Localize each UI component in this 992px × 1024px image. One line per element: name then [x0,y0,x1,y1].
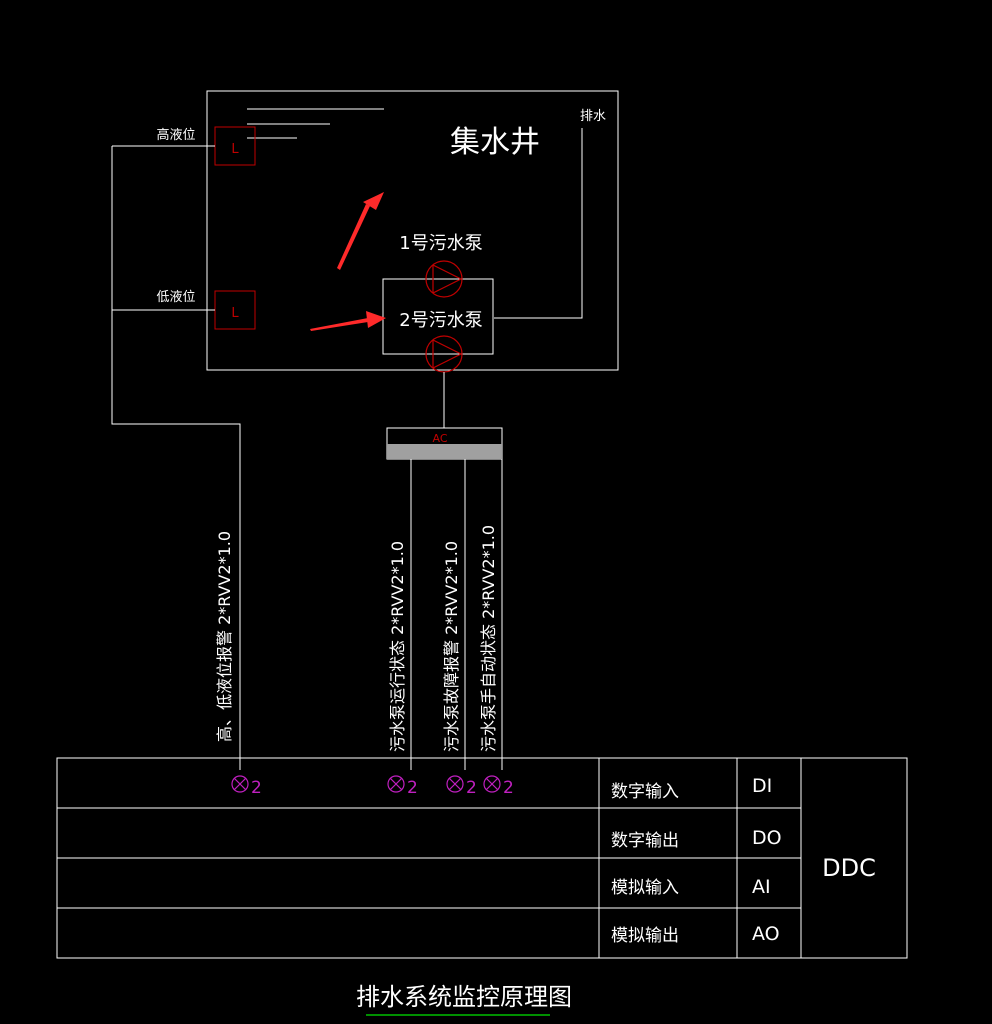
terminal-count-pump-fault: 2 [466,778,477,798]
pump2-label: 2号污水泵 [399,310,482,331]
io-row-label-ao: 模拟输出 [611,926,679,946]
ac-control-box-band [387,444,502,459]
diagram-title: 排水系统监控原理图 [356,983,572,1011]
cable-label-pump-fault: 污水泵故障报警 2*RVV2*1.0 [442,541,461,752]
low-level-sensor-letter: L [231,306,239,321]
high-level-label: 高液位 [156,127,195,143]
terminal-level-alarm-icon [231,775,249,793]
collection-well-outline [206,90,619,371]
well-title: 集水井 [450,125,540,160]
io-code-ai: AI [752,876,771,898]
io-row-label-do: 数字输出 [611,831,679,851]
low-level-label: 低液位 [156,290,195,305]
pump-housing [382,278,494,355]
level-alarm-cable [111,146,241,770]
terminal-pump-run-icon [387,775,405,793]
io-code-di: DI [752,775,772,797]
pump1-label: 1号污水泵 [399,233,482,254]
io-code-ao: AO [752,923,780,945]
terminal-pump-fault-icon [446,775,464,793]
drain-pipe [494,128,583,319]
cable-label-level-alarm: 高、低液位报警 2*RVV2*1.0 [215,531,234,742]
pump1-symbol-icon [425,260,463,298]
terminal-count-level-alarm: 2 [251,778,262,798]
terminal-count-pump-auto-manual: 2 [503,778,514,798]
io-row-label-di: 数字输入 [611,782,679,802]
ac-box-label: AC [432,432,447,445]
io-row-label-ai: 模拟输入 [611,878,679,898]
ddc-label: DDC [822,854,876,882]
io-code-do: DO [752,827,782,849]
annotation-arrow-2-icon [310,311,386,331]
high-level-sensor-letter: L [231,142,239,157]
cable-label-pump-run: 污水泵运行状态 2*RVV2*1.0 [388,541,407,752]
terminal-pump-auto-manual-icon [483,775,501,793]
cable-label-pump-auto-manual: 污水泵手自动状态 2*RVV2*1.0 [479,525,498,752]
annotation-arrow-1-icon [337,192,384,270]
terminal-count-pump-run: 2 [407,778,418,798]
drain-label: 排水 [580,109,606,124]
